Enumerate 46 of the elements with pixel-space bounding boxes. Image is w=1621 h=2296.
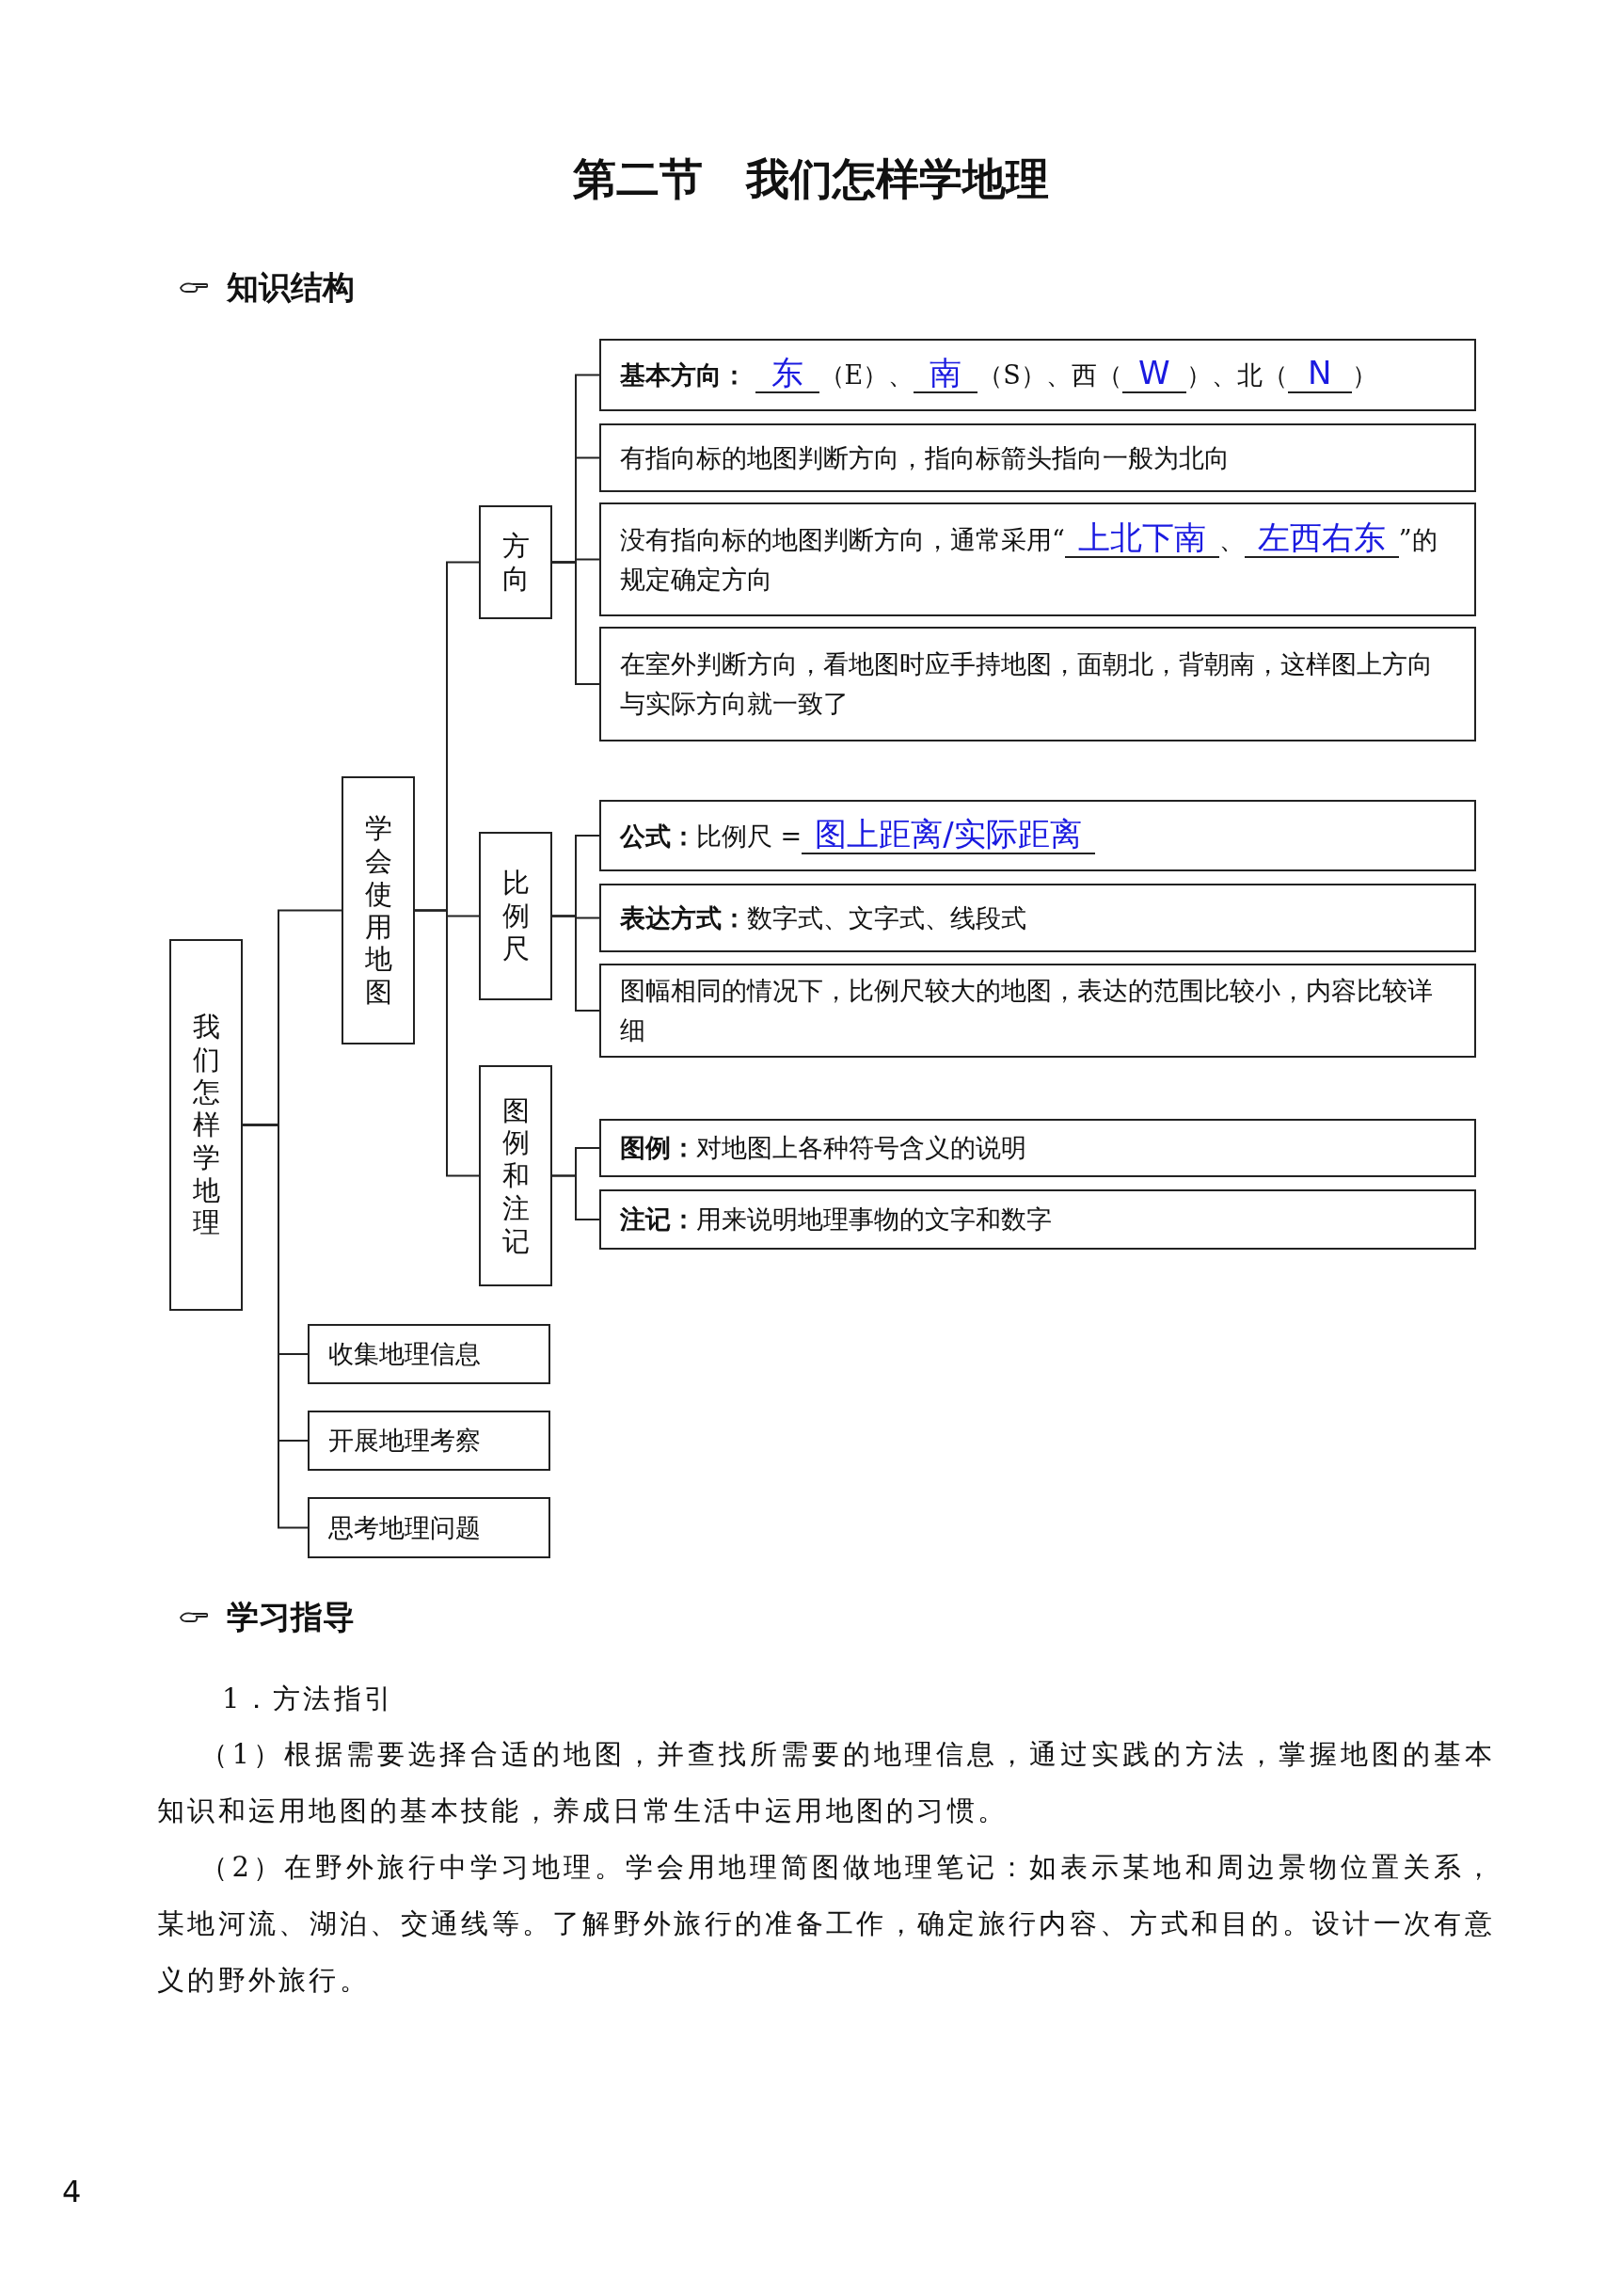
content-box (308, 1411, 550, 1471)
topic-box (342, 776, 415, 1044)
node-text: 基本方向： 东（E）、南（S）、西（W）、北（N） (620, 355, 1377, 395)
node-text: 图例和注记 (501, 1093, 530, 1258)
content-box (308, 1497, 550, 1558)
page-number: 4 (62, 2174, 82, 2209)
paragraph: （2）在野外旅行中学习地理。学会用地理简图做地理笔记：如表示某地和周边景物位置关系，某地河流、湖泊、交通线等。了解野外旅行的准备工作，确定旅行内容、方式和目的。设计一次有意义的野外旅行。 (157, 1850, 1495, 1998)
content-box (599, 502, 1476, 616)
content-box (599, 884, 1476, 952)
topic-box (169, 939, 243, 1311)
topic-box (479, 832, 552, 1000)
connector-line (242, 1124, 309, 1529)
connector-line (551, 915, 600, 1012)
node-text: 在室外判断方向，看地图时应手持地图，面朝北，背朝南，这样图上方向与实际方向就一致了 (620, 648, 1434, 720)
node-text: 方向 (501, 529, 530, 596)
content-box (599, 423, 1476, 492)
node-text: 图幅相同的情况下，比例尺较大的地图，表达的范围比较小，内容比较详细 (620, 975, 1434, 1046)
content-box (308, 1324, 550, 1384)
content-box (599, 339, 1476, 411)
node-text: 比例尺 (501, 867, 530, 965)
node-text: 开展地理考察 (328, 1425, 481, 1458)
node-text: 没有指向标的地图判断方向，通常采用“上北下南、左西右东”的规定确定方向 (620, 519, 1438, 596)
subheading: 1．方法指引 (222, 1682, 395, 1716)
connector-line (551, 561, 600, 685)
node-text: 思考地理问题 (328, 1511, 481, 1544)
node-text: 有指向标的地图判断方向，指向标箭头指向一般为北向 (620, 441, 1230, 474)
node-text: 我们怎样学地理 (192, 1010, 220, 1240)
content-box (599, 1189, 1476, 1250)
content-box (599, 1119, 1476, 1177)
page-title: 第二节 我们怎样学地理 (571, 152, 1050, 206)
paragraph: （1）根据需要选择合适的地图，并查找所需要的地理信息，通过实践的方法，掌握地图的基本知识和运用地图的基本技能，养成日常生活中运用地图的习惯。 (157, 1737, 1495, 1828)
topic-box (479, 505, 552, 619)
node-text: 收集地理信息 (328, 1338, 481, 1371)
section-heading: 知识结构 (227, 267, 355, 308)
node-text: 注记：用来说明地理事物的文字和数字 (620, 1204, 1052, 1236)
content-box (599, 964, 1476, 1058)
node-text: 表达方式：数字式、文字式、线段式 (620, 901, 1026, 934)
node-text: 公式：比例尺 =图上距离/实际距离 (620, 815, 1095, 856)
content-box (599, 627, 1476, 741)
section-heading: 学习指导 (227, 1597, 355, 1637)
topic-box (479, 1065, 552, 1286)
connector-line (414, 909, 480, 1177)
node-text: 图例：对地图上各种符号含义的说明 (620, 1132, 1026, 1165)
node-text: 学会使用地图 (364, 812, 392, 1009)
connector-line (551, 1174, 600, 1220)
content-box (599, 800, 1476, 871)
